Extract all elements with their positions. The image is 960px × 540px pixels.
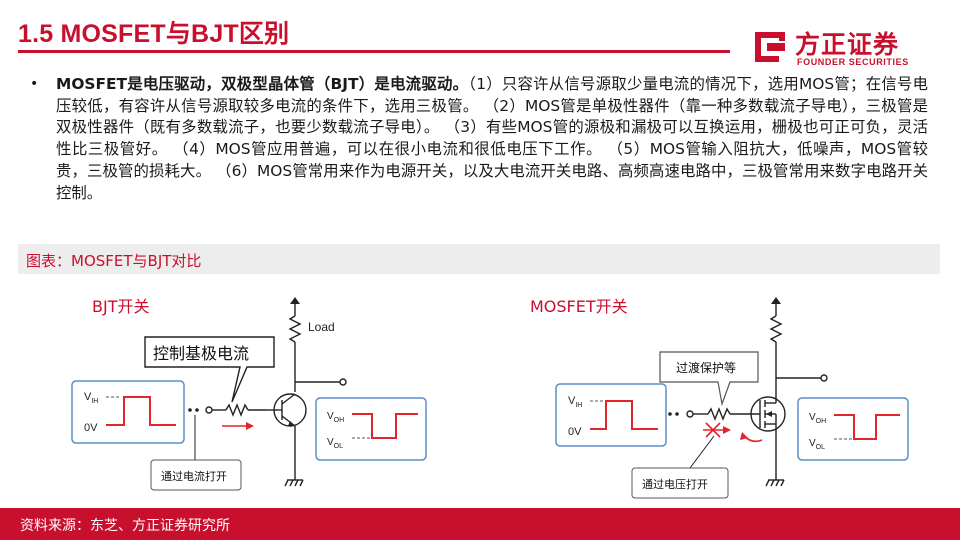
svg-text:VOH: VOH [809, 412, 826, 425]
mosfet-blocked-current [703, 422, 763, 443]
bjt-vol-sub: OL [334, 443, 343, 450]
title-underline [18, 50, 730, 53]
mosfet-vih-label: V [568, 395, 576, 407]
company-logo: 方正证券 FOUNDER SECURITIES [745, 24, 945, 70]
bjt-vih-sub: IH [91, 398, 98, 405]
founder-logo-icon [755, 32, 785, 62]
page-title: 1.5 MOSFET与BJT区别 [18, 20, 290, 48]
bjt-circuit [205, 297, 347, 487]
mosfet-circuit [686, 297, 828, 487]
mosfet-switch-title: MOSFET开关 [530, 297, 628, 316]
bjt-note-text: 通过电流打开 [161, 469, 227, 483]
bjt-note: 通过电流打开 [150, 415, 242, 491]
svg-text:VIH: VIH [568, 395, 582, 409]
bjt-input-dots [188, 408, 199, 412]
paragraph-lead: MOSFET是电压驱动，双极型晶体管（BJT）是电流驱动。 [56, 75, 469, 93]
switch-comparison-diagram: Load VIH 0V VOH VOL 控制基极电流 通过电流打开 [71, 297, 909, 499]
mosfet-callout-text: 过渡保护等 [676, 360, 736, 375]
bjt-callout: 控制基极电流 [144, 336, 275, 403]
figure-caption-bar: 图表：MOSFET与BJT对比 [18, 244, 940, 274]
svg-text:VOL: VOL [327, 437, 343, 450]
mosfet-note-text: 通过电压打开 [642, 477, 708, 491]
mosfet-0v-label: 0V [568, 426, 582, 438]
mosfet-note: 通过电压打开 [631, 435, 729, 499]
bjt-current-arrow [222, 422, 254, 430]
svg-text:VOH: VOH [327, 411, 344, 424]
figure-caption: 图表：MOSFET与BJT对比 [26, 252, 202, 270]
source-note: 资料来源：东芝、方正证券研究所 [20, 518, 230, 534]
body-paragraph: MOSFET是电压驱动，双极型晶体管（BJT）是电流驱动。（1）只容许从信号源取… [56, 74, 928, 204]
mosfet-vol-sub: OL [816, 444, 825, 451]
bjt-input-waveform: VIH 0V [71, 380, 185, 444]
logo-name-cn: 方正证券 [795, 30, 900, 59]
mosfet-output-waveform: VOH VOL [797, 397, 909, 461]
footer-bar: 资料来源：东芝、方正证券研究所 [0, 508, 960, 540]
mosfet-input-waveform: VIH 0V [555, 383, 667, 447]
bjt-vih-label: V [84, 391, 92, 403]
bjt-voh-label: V [327, 411, 334, 422]
mosfet-voh-sub: OH [816, 418, 827, 425]
bullet-icon: • [30, 76, 39, 92]
svg-text:VIH: VIH [84, 391, 98, 405]
svg-text:VOL: VOL [809, 438, 825, 451]
load-label: Load [308, 320, 335, 334]
bjt-output-waveform: VOH VOL [315, 397, 427, 461]
paragraph-body: （1）只容许从信号源取少量电流的情况下，选用MOS管；在信号电压较低，有容许从信… [56, 75, 928, 202]
bjt-0v-label: 0V [84, 422, 98, 434]
bjt-voh-sub: OH [334, 417, 345, 424]
bjt-vol-label: V [327, 437, 334, 448]
mosfet-vol-label: V [809, 438, 816, 449]
mosfet-callout: 过渡保护等 [659, 351, 759, 407]
mosfet-input-dots [668, 412, 679, 416]
bjt-switch-title: BJT开关 [92, 297, 150, 316]
mosfet-vih-sub: IH [575, 402, 582, 409]
mosfet-voh-label: V [809, 412, 816, 423]
bjt-callout-text: 控制基极电流 [153, 345, 249, 363]
logo-name-en: FOUNDER SECURITIES [797, 57, 909, 67]
